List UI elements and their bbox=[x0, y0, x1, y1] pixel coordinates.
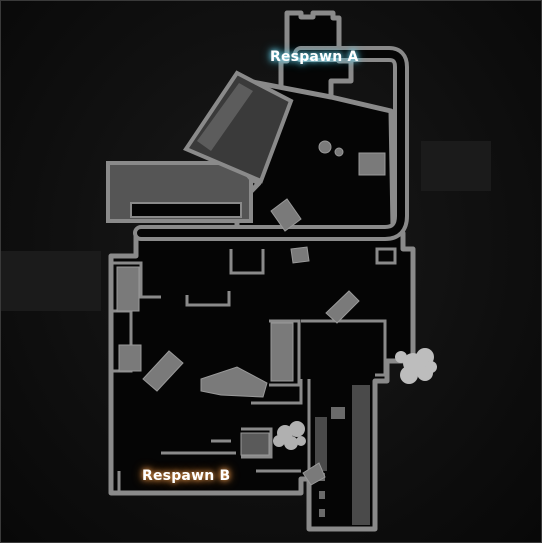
background-shapes bbox=[1, 141, 491, 311]
respawn-b-label: Respawn B bbox=[142, 468, 231, 484]
props bbox=[116, 140, 386, 486]
tree-icon bbox=[273, 421, 306, 450]
respawn-a-label: Respawn A bbox=[270, 49, 359, 65]
diagonal-block bbox=[182, 70, 294, 184]
right-columns bbox=[315, 385, 370, 525]
corridor-inner bbox=[137, 50, 405, 237]
bush-icon bbox=[395, 348, 437, 384]
left-wing bbox=[106, 161, 253, 223]
